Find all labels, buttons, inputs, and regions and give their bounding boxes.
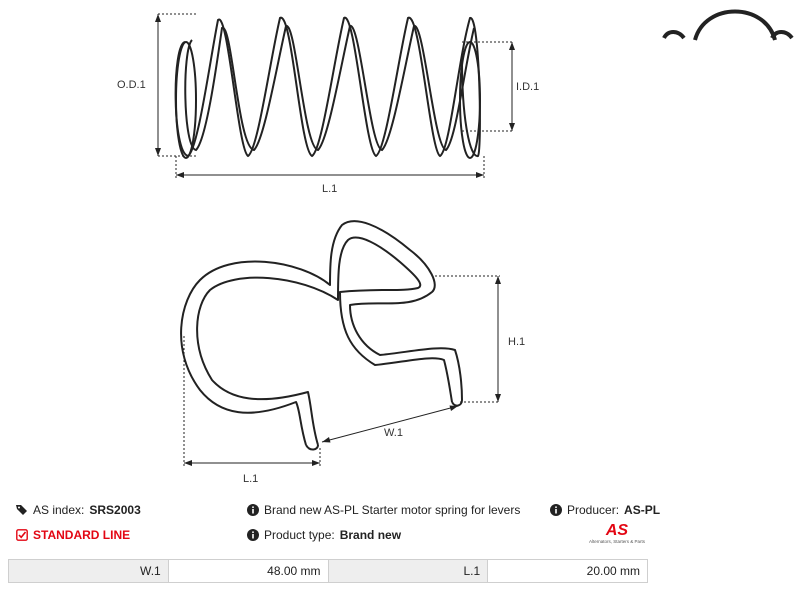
producer: Producer: AS-PL [550,503,660,517]
dimension-value: 20.00 mm [487,559,648,583]
dimension-value: 48.00 mm [167,559,329,583]
coil-dimension-lines [157,13,513,178]
height-label: H.1 [508,336,525,348]
width-label: W.1 [384,427,403,439]
description-text: Brand new AS-PL Starter motor spring for… [264,503,521,517]
technical-drawing: O.D.1 I.D.1 L.1 H.1 W.1 L.1 [117,9,794,485]
info-row-2: STANDARD LINE Product type: Brand new [0,528,800,548]
product-type: Product type: Brand new [247,528,401,542]
dimensions-table: W.1 48.00 mm L.1 20.00 mm [8,559,648,583]
coil-spring [174,16,481,159]
product-type-label: Product type: [264,528,335,542]
standard-line-label: STANDARD LINE [33,528,131,542]
dimension-label: L.1 [327,559,489,583]
info-icon [247,504,259,516]
as-index-label: AS index: [33,503,85,517]
standard-line: STANDARD LINE [16,528,130,542]
table-row: W.1 48.00 mm L.1 20.00 mm [8,559,648,583]
id-label: I.D.1 [516,81,539,93]
info-icon [247,529,259,541]
logo-mark: AS [605,522,629,539]
checkbox-checked-icon [16,529,28,541]
product-type-value: Brand new [339,528,402,542]
od-label: O.D.1 [117,79,146,91]
logo-tagline: Alternators, Starters & Parts [588,539,646,544]
as-index-value: SRS2003 [89,503,141,517]
coil-length-label: L.1 [322,183,337,195]
clip-length-label: L.1 [243,473,258,485]
description: Brand new AS-PL Starter motor spring for… [247,503,520,517]
info-icon [550,504,562,516]
info-row-1: AS index: SRS2003 Brand new AS-PL Starte… [0,503,800,523]
as-index: AS index: SRS2003 [16,503,141,517]
clip-dimension-lines [183,275,500,466]
wire-clip [180,220,463,451]
producer-label: Producer: [567,503,620,517]
producer-value: AS-PL [624,503,661,517]
partial-detail [662,9,794,41]
dimension-label: W.1 [8,559,169,583]
tags-icon [16,505,27,515]
as-pl-logo: AS Alternators, Starters & Parts [584,523,650,553]
